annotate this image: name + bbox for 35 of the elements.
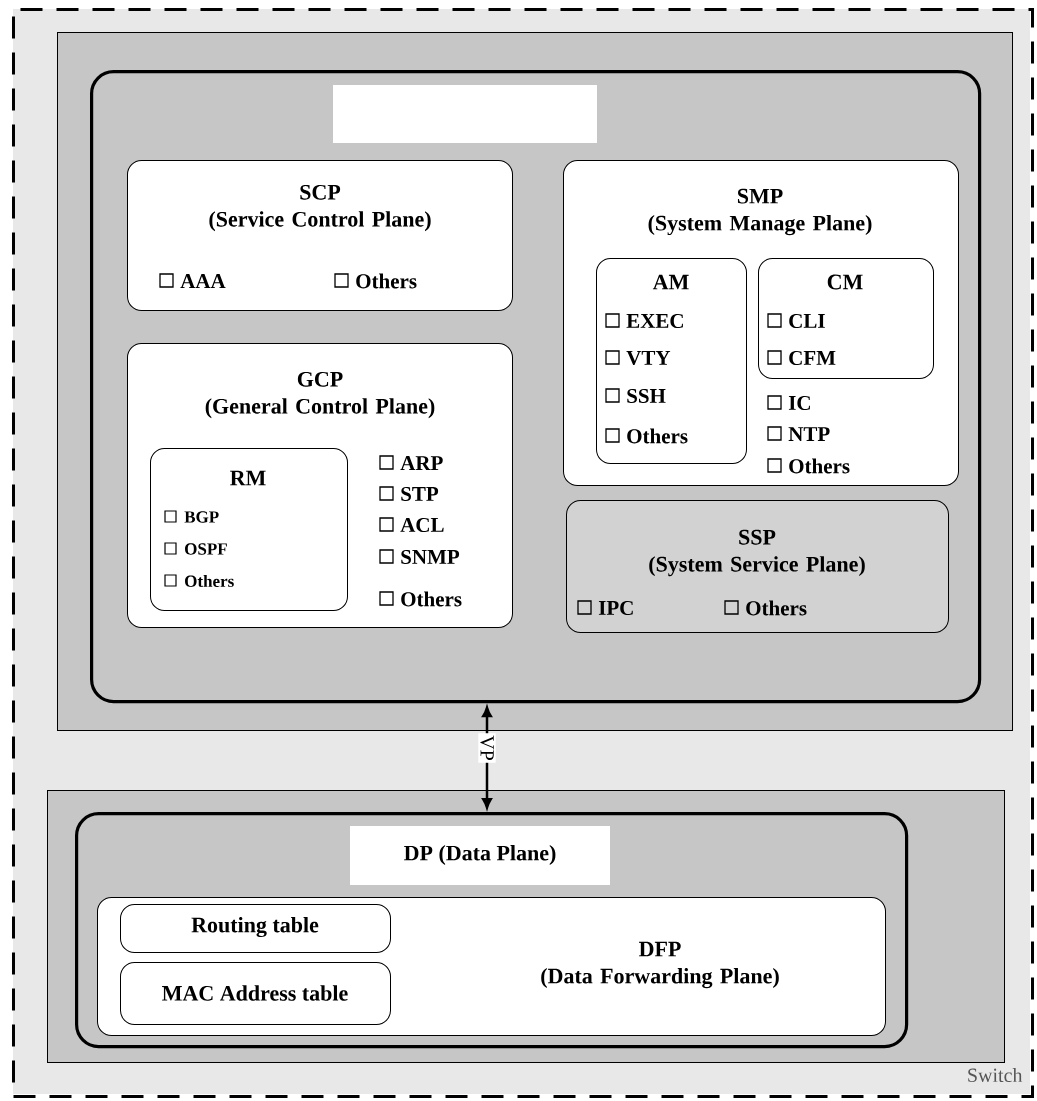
box-label: Routing table	[191, 916, 319, 938]
checkbox-item: BGP	[164, 510, 219, 523]
checkbox-item: EXEC	[605, 313, 683, 329]
plane-heading: SSP (System Service Plane)	[649, 529, 865, 577]
checkbox-item: CFM	[767, 350, 836, 366]
plane-heading: DFP (Data Forwarding Plane)	[541, 941, 779, 989]
checkbox-item: SSH	[605, 388, 666, 404]
checkbox-item: Others	[334, 273, 417, 289]
checkbox-item: Others	[605, 428, 688, 444]
checkbox-item: AAA	[159, 273, 226, 288]
arrow	[482, 706, 492, 809]
frame-label: Switch	[968, 1067, 1023, 1083]
box-label: MAC Address table	[162, 985, 348, 1001]
checkbox-item: Others	[724, 600, 807, 616]
plane-heading: RM	[230, 470, 266, 486]
checkbox-item: STP	[379, 486, 439, 502]
checkbox-item: ARP	[379, 455, 443, 470]
plane-heading: GCP (General Control Plane)	[205, 371, 435, 419]
checkbox-item: NTP	[767, 426, 830, 441]
checkbox-item: CLI	[767, 313, 825, 329]
checkbox-item: ACL	[379, 517, 444, 533]
edge-label: VP	[478, 733, 496, 763]
checkbox-item: OSPF	[164, 542, 227, 555]
plane-heading: SMP (System Manage Plane)	[648, 188, 872, 236]
checkbox-item: Others	[767, 458, 850, 474]
plane-heading: AM	[652, 274, 689, 290]
checkbox-item: IC	[767, 395, 810, 411]
box-label: DP (Data Plane)	[404, 845, 556, 865]
checkbox-item: SNMP	[379, 549, 460, 565]
plane-heading: CM	[827, 274, 863, 290]
checkbox-item: Others	[164, 574, 234, 587]
checkbox-item: IPC	[577, 600, 633, 616]
plane-heading: SCP (Service Control Plane)	[209, 184, 431, 232]
checkbox-item: Others	[379, 591, 462, 607]
checkbox-item: VTY	[605, 350, 671, 366]
